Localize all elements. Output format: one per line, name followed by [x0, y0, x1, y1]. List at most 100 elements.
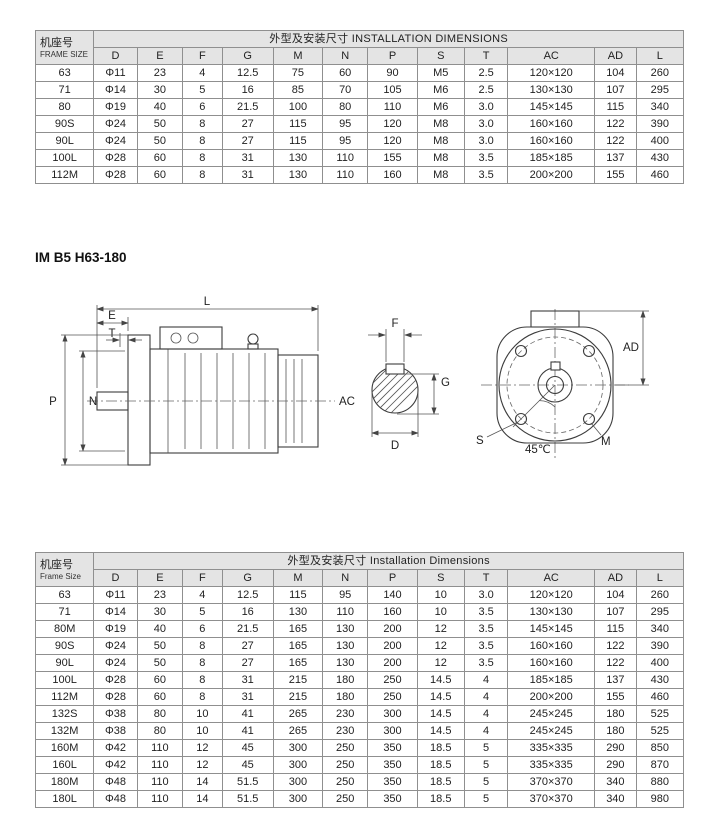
dimension-cell: 40 [136, 98, 184, 116]
dimension-cell: 160 [367, 166, 418, 184]
dimension-cell: 130 [322, 620, 369, 638]
dimension-cell: 300 [272, 739, 324, 757]
dimension-cell: 120 [367, 115, 418, 133]
dimension-cell: 120 [367, 132, 418, 150]
dimension-cell: 145×145 [507, 620, 596, 638]
dimension-cell: 107 [594, 81, 637, 99]
frame-size-cell: 112M [34, 688, 95, 706]
dimension-cell: 130 [272, 149, 324, 167]
dimension-cell: M8 [416, 132, 465, 150]
dimension-cell: 6 [182, 98, 223, 116]
column-header: D [93, 47, 138, 65]
dimension-cell: 160×160 [507, 637, 596, 655]
dimension-cell: Φ24 [93, 115, 138, 133]
dimension-cell: 18.5 [416, 790, 465, 808]
dimension-cell: Φ38 [93, 722, 138, 740]
dimension-cell: 115 [594, 98, 637, 116]
dimension-cell: 95 [322, 132, 369, 150]
dimension-cell: Φ11 [93, 64, 138, 82]
table-title: 外型及安装尺寸 INSTALLATION DIMENSIONS [93, 30, 684, 48]
dimension-cell: 4 [463, 722, 509, 740]
dim-label-S: S [476, 435, 484, 447]
dimension-cell: M8 [416, 149, 465, 167]
dimension-cell: 31 [221, 688, 274, 706]
frame-size-cell: 71 [34, 603, 95, 621]
dimension-diagram: L E T P N A [35, 285, 684, 510]
dimension-cell: 12 [416, 637, 465, 655]
dimension-cell: 335×335 [507, 739, 596, 757]
dimension-cell: Φ24 [93, 132, 138, 150]
dim-label-N: N [89, 396, 97, 408]
dimension-cell: 80 [136, 722, 184, 740]
frame-size-cell: 80M [34, 620, 95, 638]
dimension-cell: 265 [272, 722, 324, 740]
dimension-cell: 110 [322, 166, 369, 184]
dimension-cell: 60 [136, 688, 184, 706]
dimension-cell: 250 [322, 756, 369, 774]
column-header: E [136, 569, 184, 587]
dimension-cell: 130 [322, 637, 369, 655]
column-header: F [182, 569, 223, 587]
dimension-cell: 250 [322, 773, 369, 791]
dimension-cell: 12 [182, 756, 223, 774]
frame-size-cell: 100L [34, 671, 95, 689]
frame-size-cell: 90L [34, 132, 95, 150]
flange-outline [496, 326, 614, 444]
dim-label-G: G [441, 377, 450, 389]
dimension-cell: 110 [322, 149, 369, 167]
dimension-cell: 50 [136, 115, 184, 133]
dimension-cell: 10 [416, 603, 465, 621]
bolt-hole [514, 344, 528, 358]
frame-size-corner-header: 机座号 FRAME SIZE [34, 30, 95, 65]
dimension-cell: 155 [594, 166, 637, 184]
dimension-cell: 295 [635, 81, 685, 99]
dimension-cell: 245×245 [507, 705, 596, 723]
dimension-cell: 300 [367, 722, 418, 740]
dimension-cell: 185×185 [507, 671, 596, 689]
dimension-cell: 8 [182, 688, 223, 706]
dimension-cell: 10 [182, 722, 223, 740]
column-header: P [367, 569, 418, 587]
column-header: F [182, 47, 223, 65]
column-header: M [272, 47, 324, 65]
dimension-cell: 300 [272, 773, 324, 791]
dimension-cell: 30 [136, 81, 184, 99]
top-dimension-table: 机座号 FRAME SIZE 外型及安装尺寸 INSTALLATION DIME… [34, 30, 685, 184]
dimension-cell: 27 [221, 132, 274, 150]
dimension-cell: 14.5 [416, 671, 465, 689]
column-header: L [635, 569, 685, 587]
dimension-cell: 430 [635, 149, 685, 167]
section-heading: IM B5 H63-180 [35, 250, 127, 265]
dimension-cell: 50 [136, 637, 184, 655]
dimension-cell: 340 [594, 790, 637, 808]
dimension-cell: 23 [136, 64, 184, 82]
frame-size-cell: 63 [34, 64, 95, 82]
dimension-cell: 880 [635, 773, 685, 791]
column-header: N [322, 47, 369, 65]
dimension-cell: 21.5 [221, 98, 274, 116]
dimension-cell: 130 [272, 166, 324, 184]
dim-label-T: T [108, 328, 115, 340]
dimension-cell: 41 [221, 722, 274, 740]
dimension-cell: 165 [272, 637, 324, 655]
dimension-cell: 14.5 [416, 722, 465, 740]
column-header: M [272, 569, 324, 587]
dimension-cell: 400 [635, 132, 685, 150]
dimension-cell: 137 [594, 149, 637, 167]
dimension-cell: 140 [367, 586, 418, 604]
dimension-cell: 130×130 [507, 603, 596, 621]
dimension-cell: 145×145 [507, 98, 596, 116]
dimension-cell: 3.0 [463, 586, 509, 604]
dimension-cell: 230 [322, 705, 369, 723]
dimension-cell: Φ38 [93, 705, 138, 723]
dimension-cell: Φ24 [93, 654, 138, 672]
dimension-cell: 295 [635, 603, 685, 621]
dimension-cell: 12.5 [221, 64, 274, 82]
